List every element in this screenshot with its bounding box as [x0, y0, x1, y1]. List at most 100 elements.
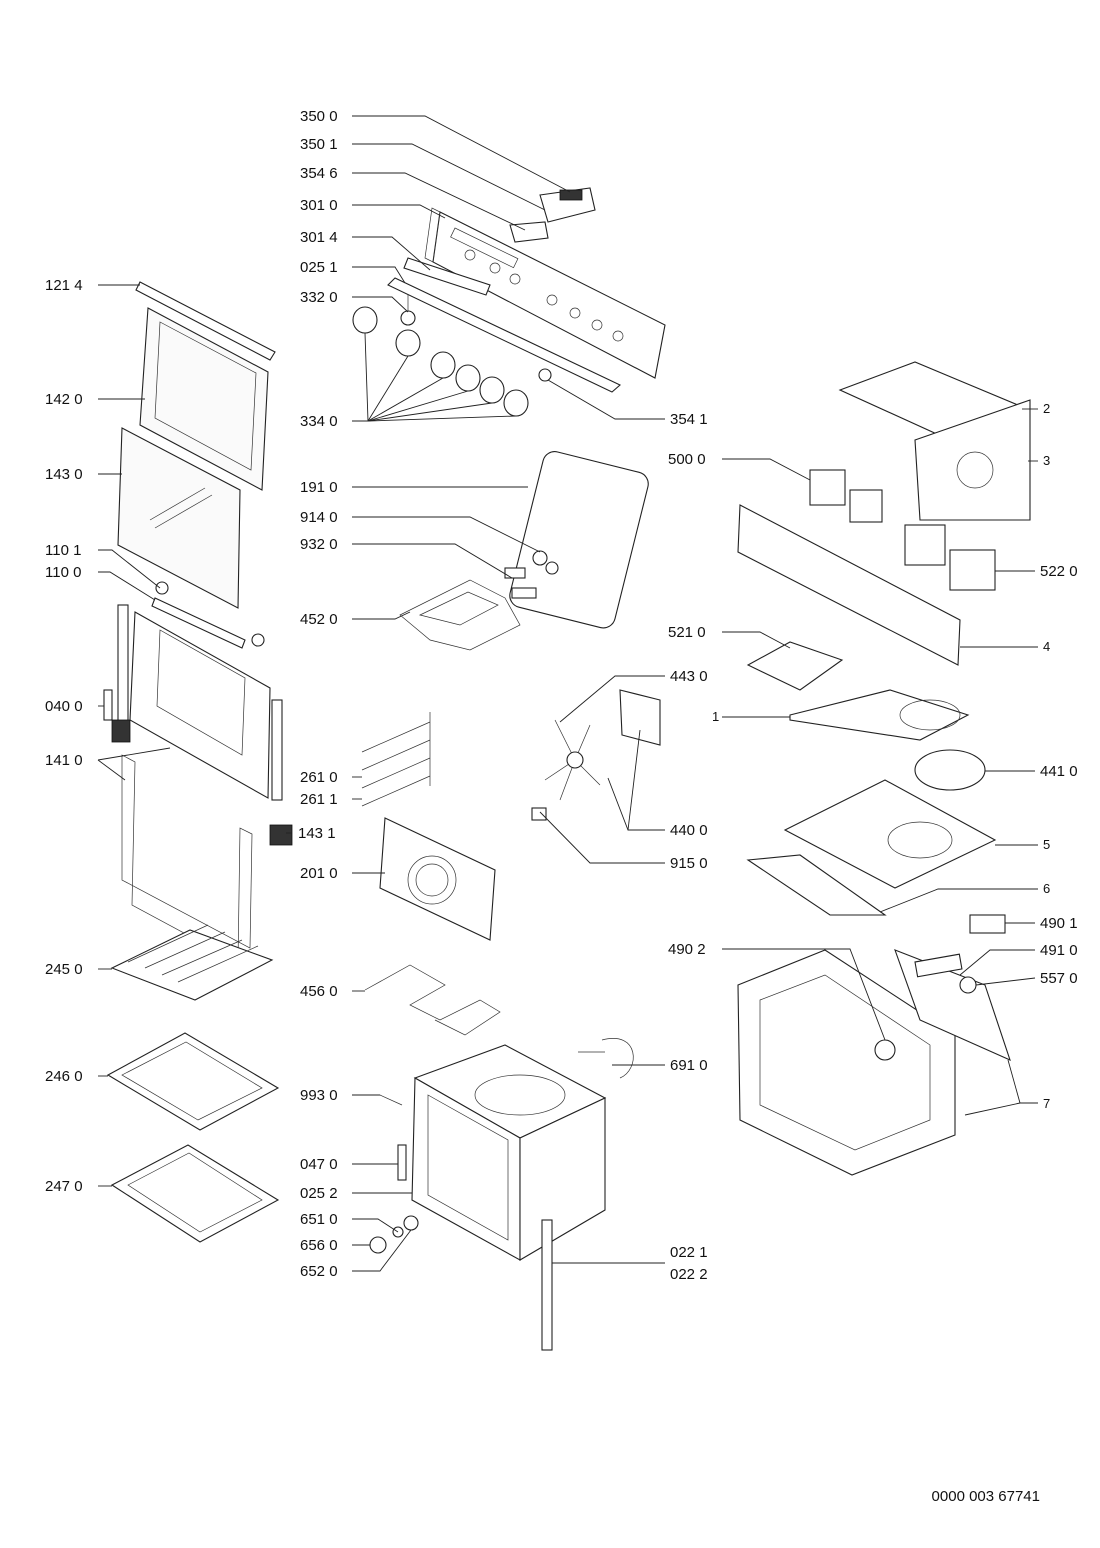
front-frame — [737, 504, 961, 666]
part-label: 025 1 — [300, 259, 338, 276]
part-label: 047 0 — [300, 1156, 338, 1173]
part-label: 557 0 — [1040, 970, 1078, 987]
part-label: 456 0 — [300, 983, 338, 1000]
leader-line — [547, 379, 665, 420]
part-label: 5 — [1043, 837, 1050, 852]
part-label: 441 0 — [1040, 763, 1078, 780]
part-label: 121 4 — [45, 277, 83, 294]
timer-module — [509, 187, 596, 243]
fan-cover — [379, 817, 496, 941]
leader-line — [722, 948, 886, 1041]
part-label: 932 0 — [300, 536, 338, 553]
part-label: 521 0 — [668, 624, 706, 641]
part-label: 522 0 — [1040, 563, 1078, 580]
door-inner-frame — [121, 754, 253, 963]
part-label: 6 — [1043, 881, 1050, 896]
part-label: 350 1 — [300, 136, 338, 153]
electronic-modules — [746, 469, 996, 691]
leader-line — [352, 1229, 412, 1272]
baking-tray — [106, 1032, 280, 1131]
leader-line — [352, 204, 446, 219]
door-top-trim — [135, 281, 276, 361]
part-label: 691 0 — [670, 1057, 708, 1074]
part-label: 2 — [1043, 401, 1050, 416]
leader-line — [352, 332, 369, 422]
wire-shelf — [110, 924, 274, 1001]
part-label: 022 2 — [670, 1266, 708, 1283]
door-middle-glass — [117, 427, 241, 609]
part-label: 490 2 — [668, 941, 706, 958]
leader-line — [352, 172, 526, 231]
part-label: 110 0 — [45, 564, 81, 581]
leader-line — [352, 296, 409, 313]
leader-line — [352, 516, 541, 553]
leader-line — [367, 402, 493, 422]
leader-line — [367, 415, 517, 422]
bottom-heating-element — [364, 964, 501, 1036]
part-label: 143 0 — [45, 466, 83, 483]
oven-lamp — [504, 550, 559, 599]
leader-line — [97, 747, 171, 761]
part-label: 993 0 — [300, 1087, 338, 1104]
part-label: 201 0 — [300, 865, 338, 882]
part-label: 022 1 — [670, 1244, 708, 1261]
fan-assembly — [531, 689, 661, 821]
part-label: 354 1 — [670, 411, 708, 428]
part-label: 191 0 — [300, 479, 338, 496]
leader-line — [975, 977, 1036, 986]
top-heating-element — [399, 579, 521, 651]
leader-line — [367, 355, 409, 422]
shelf-supports — [361, 712, 431, 807]
rear-panel — [914, 399, 1031, 521]
leader-line — [98, 571, 156, 601]
part-label: 301 0 — [300, 197, 338, 214]
leader-line — [964, 1102, 1021, 1116]
leader-line — [367, 390, 469, 422]
part-label: 334 0 — [300, 413, 338, 430]
leader-line — [722, 631, 791, 649]
part-label: 141 0 — [45, 752, 83, 769]
part-label: 110 1 — [45, 542, 81, 559]
side-rail — [541, 1219, 553, 1351]
part-label: 500 0 — [668, 451, 706, 468]
leader-line — [97, 759, 126, 781]
part-label: 261 1 — [300, 791, 338, 808]
drip-pan — [110, 1144, 280, 1243]
part-label: 350 0 — [300, 108, 338, 125]
door-outer-frame — [129, 611, 271, 799]
part-label: 651 0 — [300, 1211, 338, 1228]
part-label: 440 0 — [670, 822, 708, 839]
part-label: 3 — [1043, 453, 1050, 468]
leader-lines — [97, 115, 1038, 1272]
leader-line — [352, 143, 546, 211]
part-label: 452 0 — [300, 611, 338, 628]
leader-line — [559, 675, 665, 723]
panel-trim — [387, 257, 621, 393]
part-label: 490 1 — [1040, 915, 1078, 932]
control-knobs — [352, 295, 552, 417]
part-label: 4 — [1043, 639, 1050, 654]
door-inner-glass — [139, 307, 269, 491]
leader-line — [627, 729, 641, 831]
part-label: 246 0 — [45, 1068, 83, 1085]
leader-line — [352, 266, 406, 284]
cooling-duct — [746, 689, 997, 916]
oven-door-seal — [509, 451, 649, 629]
part-label: 332 0 — [300, 289, 338, 306]
outer-casing — [737, 914, 1011, 1176]
part-label: 915 0 — [670, 855, 708, 872]
part-label: 142 0 — [45, 391, 83, 408]
part-label: 143 1 — [298, 825, 336, 842]
part-label: 247 0 — [45, 1178, 83, 1195]
control-panel-fascia — [424, 207, 666, 379]
leader-line — [352, 611, 411, 620]
part-label: 652 0 — [300, 1263, 338, 1280]
leader-line — [959, 949, 1035, 976]
oven-cavity — [411, 1044, 607, 1261]
part-label: 443 0 — [670, 668, 708, 685]
part-label: 914 0 — [300, 509, 338, 526]
leader-line — [367, 377, 444, 422]
leader-line — [879, 888, 1038, 913]
